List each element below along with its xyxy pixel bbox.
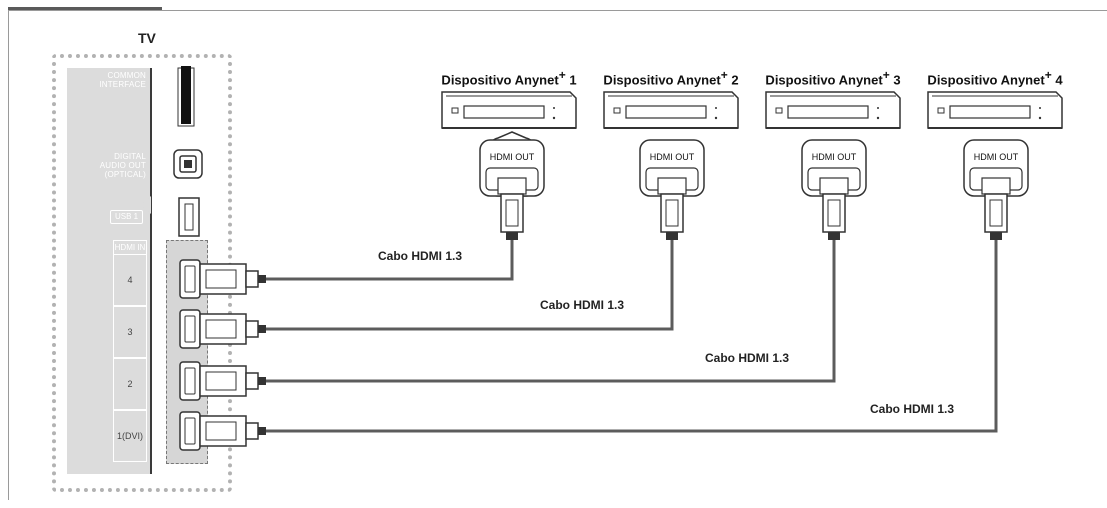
frame-left-border [8,10,9,500]
tv-hdmi-connection-3 [179,361,266,401]
cable-label-2: Cabo HDMI 1.3 [540,298,625,312]
tv-title: TV [138,30,156,46]
hdmi-out-label: HDMI OUT [812,152,857,162]
device-title-2: Dispositivo Anynet+ 2 [603,68,739,88]
usb-port-icon [178,197,200,237]
anynet-device-2 [603,91,739,240]
hdmi-in-number: 1(DVI) [113,410,147,462]
hdmi-cable-3 [266,240,836,383]
usb-label: USB 1 [110,210,144,224]
hdmi-out-label: HDMI OUT [490,152,535,162]
hdmi-in-number: 3 [113,306,147,358]
header-tab-bar [8,7,162,10]
device-title-1: Dispositivo Anynet+ 1 [441,68,577,88]
cable-label-4: Cabo HDMI 1.3 [870,402,955,416]
common-interface-slot-icon [177,66,195,127]
tv-hdmi-connection-2 [179,309,266,349]
hdmi-cable-2 [266,240,674,331]
cable-label-1: Cabo HDMI 1.3 [378,249,463,263]
common-interface-label: COMMON INTERFACE [99,71,146,89]
device-title-4: Dispositivo Anynet+ 4 [927,68,1063,88]
callout-pointer [141,196,151,214]
hdmi-in-group: HDMI IN 4 3 2 1(DVI) [113,240,147,462]
anynet-device-1 [441,91,577,240]
hdmi-in-label: HDMI IN [113,240,147,254]
tv-hdmi-connection-1 [179,259,266,299]
hdmi-cable-1 [266,240,514,281]
hdmi-out-label: HDMI OUT [974,152,1019,162]
optical-port-icon [173,149,203,179]
hdmi-in-number: 2 [113,358,147,410]
hdmi-in-number: 4 [113,254,147,306]
anynet-device-4 [927,91,1063,240]
frame-top-border [8,10,1107,11]
anynet-device-3 [765,91,901,240]
hdmi-out-label: HDMI OUT [650,152,695,162]
digital-audio-out-label: DIGITAL AUDIO OUT (OPTICAL) [99,152,146,179]
tv-panel-divider [150,68,152,474]
tv-hdmi-connection-4 [179,411,266,451]
tv-side-panel [67,68,150,474]
device-title-3: Dispositivo Anynet+ 3 [765,68,901,88]
hdmi-cable-4 [266,240,998,433]
cable-label-3: Cabo HDMI 1.3 [705,351,790,365]
